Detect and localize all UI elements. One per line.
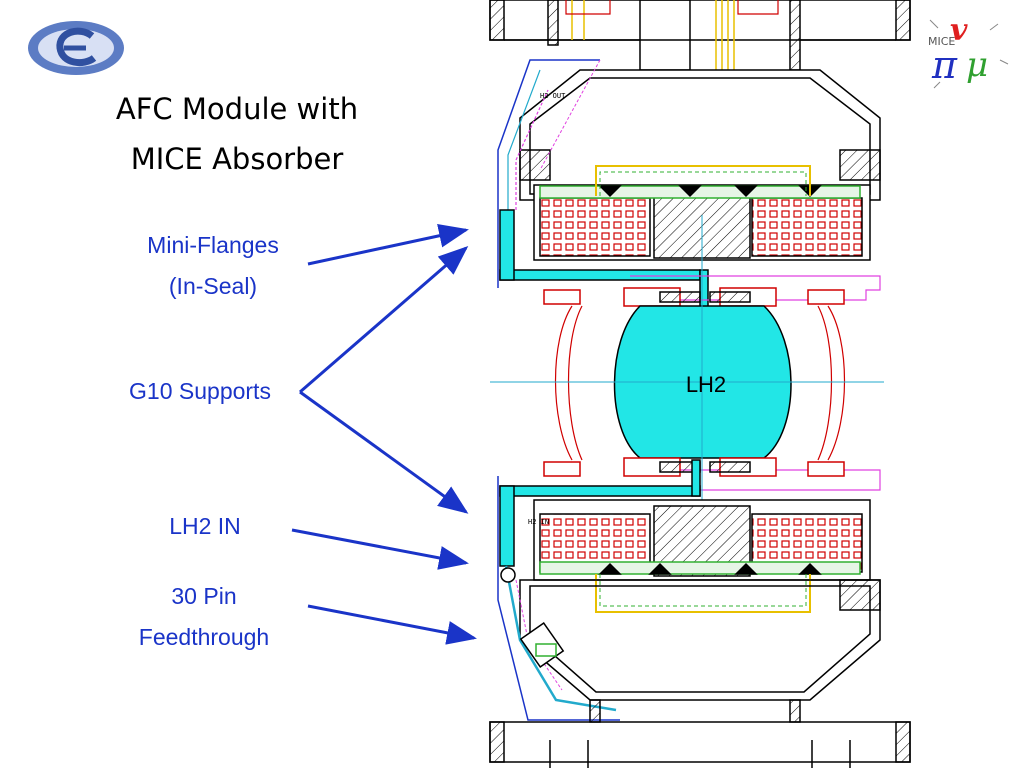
lh2-label: LH2 [685,372,727,397]
arrow-feedthrough [307,604,477,645]
h2-out-label: H2 OUT [540,92,566,100]
slide-title: AFC Module with MICE Absorber [92,84,382,184]
callout-arrows [291,223,477,645]
arrow-mini-flanges [307,223,469,266]
svg-text:π: π [931,43,958,87]
h2-in-label: H2 IN [528,518,550,526]
pin-line-2: Feedthrough [138,624,270,650]
arrow-g10-lower [299,390,469,514]
arrow-g10-upper [299,246,469,394]
mini-flanges-line-1: Mini-Flanges [147,232,279,258]
title-line-1: AFC Module with [115,92,359,126]
callout-mini-flanges: Mini-Flanges (In-Seal) [118,225,308,307]
callout-30-pin-feedthrough: 30 Pin Feedthrough [112,576,296,658]
mice-logo-icon [28,21,124,75]
pi-nu-mu-logo-icon: MICE π v μ [928,13,1009,89]
pin-line-1: 30 Pin [171,583,237,609]
svg-text:v: v [950,13,968,48]
svg-text:MICE: MICE [928,35,955,48]
svg-text:μ: μ [966,45,988,85]
callout-lh2-in: LH2 IN [169,513,241,539]
callout-g10-supports: G10 Supports [129,378,271,404]
mini-flanges-line-2: (In-Seal) [168,273,258,299]
arrow-lh2-in [291,528,469,570]
afc-module-drawing [489,0,911,768]
title-line-2: MICE Absorber [130,142,344,176]
